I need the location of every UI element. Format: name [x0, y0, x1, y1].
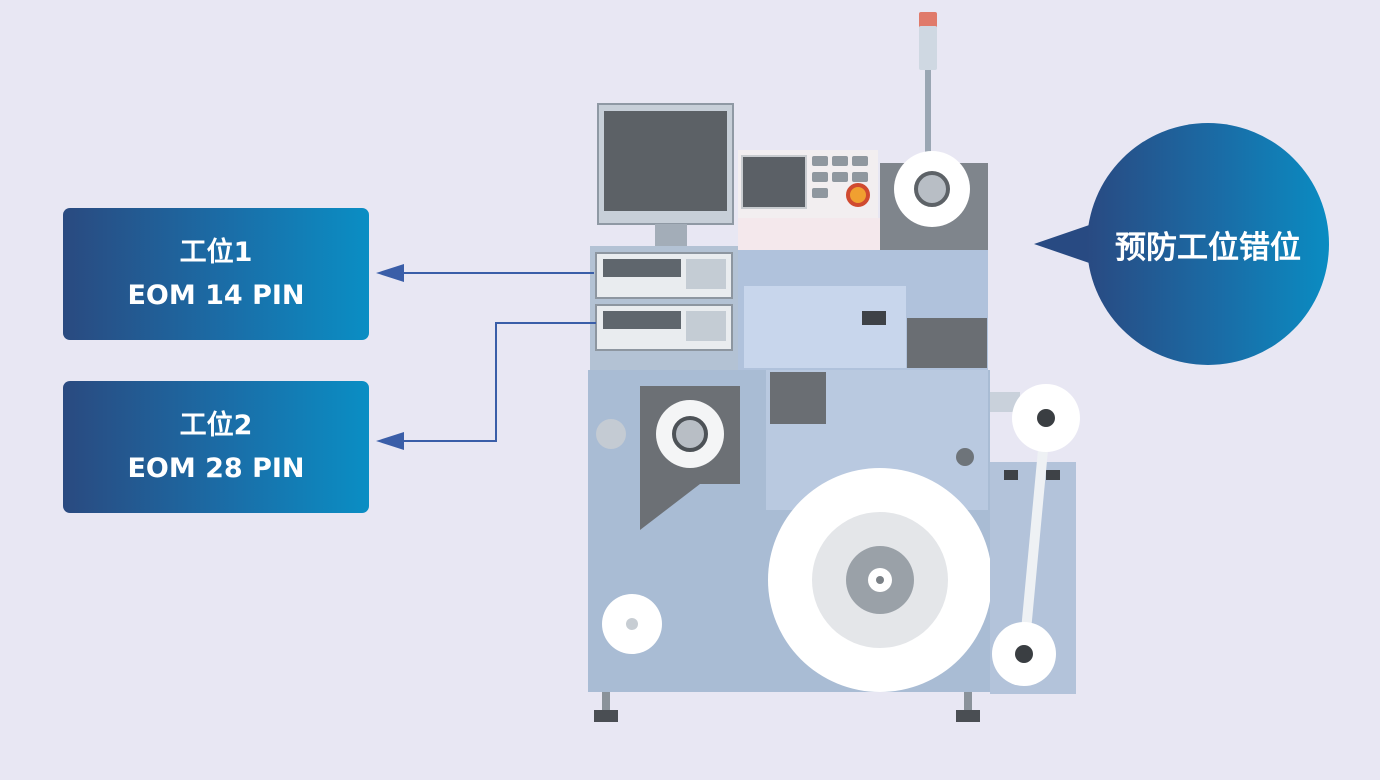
station-2-label: 工位2 EOM 28 PIN — [63, 381, 369, 513]
callout-text: 预防工位错位 — [1115, 229, 1301, 266]
station-1-name: 工位1 — [179, 237, 253, 268]
instrument-rack — [590, 246, 738, 374]
signal-tower-icon — [919, 12, 937, 168]
station-1-pin: EOM 14 PIN — [127, 280, 305, 311]
machine-feet — [594, 692, 980, 722]
station-2-pin: EOM 28 PIN — [127, 453, 305, 484]
arrow-station-1 — [376, 264, 594, 282]
right-arm-unit — [990, 384, 1080, 694]
station-1-label: 工位1 EOM 14 PIN — [63, 208, 369, 340]
station-2-name: 工位2 — [179, 410, 253, 441]
reel-icon — [768, 468, 992, 692]
callout-pointer — [1034, 222, 1098, 266]
left-reel-housing — [640, 386, 740, 530]
upper-panel — [744, 286, 906, 368]
control-panel — [738, 150, 880, 250]
callout-bubble: 预防工位错位 — [1087, 123, 1329, 365]
reel-icon — [894, 151, 970, 227]
monitor-icon — [597, 103, 734, 248]
emergency-stop-icon — [846, 183, 870, 207]
reel-icon — [602, 594, 662, 654]
arrow-station-2 — [376, 322, 596, 450]
